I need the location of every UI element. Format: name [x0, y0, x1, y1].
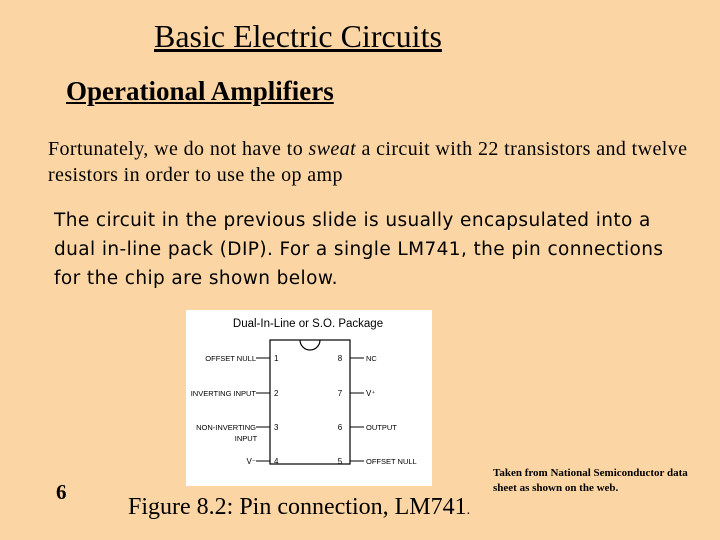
- figure-caption-period: .: [466, 503, 471, 518]
- right-pins: 8 NC 7 V⁺ 6 OUTPUT 5 OFFSET NULL: [338, 354, 417, 466]
- pin-label-2: INVERTING INPUT: [191, 389, 257, 398]
- pin-label-7: V⁺: [366, 389, 376, 398]
- figure-caption-text: Figure 8.2: Pin connection, LM741: [128, 494, 467, 520]
- pin-number-4: 4: [274, 457, 279, 466]
- source-note: Taken from National Semiconductor data s…: [493, 467, 688, 494]
- pinout-svg: Dual-In-Line or S.O. Package OFFSET NULL…: [191, 318, 417, 466]
- paragraph-intro: Fortunately, we do not have to sweat a c…: [48, 136, 688, 188]
- pinout-diagram: Dual-In-Line or S.O. Package OFFSET NULL…: [186, 310, 432, 486]
- pin-number-2: 2: [274, 389, 279, 398]
- pin-number-6: 6: [338, 423, 343, 432]
- pin-label-3b: INPUT: [235, 434, 258, 443]
- paragraph-intro-emphasis: sweat: [308, 138, 357, 160]
- paragraph-intro-part1: Fortunately, we do not have to: [48, 138, 309, 160]
- paragraph-dip: The circuit in the previous slide is usu…: [54, 210, 664, 289]
- pin-label-3: NON-INVERTING: [196, 423, 256, 432]
- pin-number-1: 1: [274, 354, 279, 363]
- pin-label-4: V⁻: [246, 457, 256, 466]
- slide-subtitle: Operational Amplifiers: [66, 76, 334, 106]
- figure-caption: Figure 8.2: Pin connection, LM741.: [128, 494, 470, 521]
- chip-notch: [299, 339, 321, 351]
- paragraph-intro-part2: a circuit with 22 transistors and twelve…: [48, 138, 688, 186]
- pin-number-5: 5: [338, 457, 343, 466]
- chip-body: [269, 339, 351, 465]
- pin-label-5: OFFSET NULL: [366, 457, 417, 466]
- pin-number-3: 3: [274, 423, 279, 432]
- pinout-heading: Dual-In-Line or S.O. Package: [233, 318, 383, 330]
- pin-number-7: 7: [338, 389, 343, 398]
- slide-number: 6: [56, 480, 67, 504]
- pin-label-1: OFFSET NULL: [205, 354, 256, 363]
- pin-label-8: NC: [366, 354, 377, 363]
- pin-label-6: OUTPUT: [366, 423, 397, 432]
- slide-title: Basic Electric Circuits: [154, 18, 442, 54]
- pin-number-8: 8: [338, 354, 343, 363]
- left-pins: OFFSET NULL 1 INVERTING INPUT 2 NON-INVE…: [191, 354, 279, 466]
